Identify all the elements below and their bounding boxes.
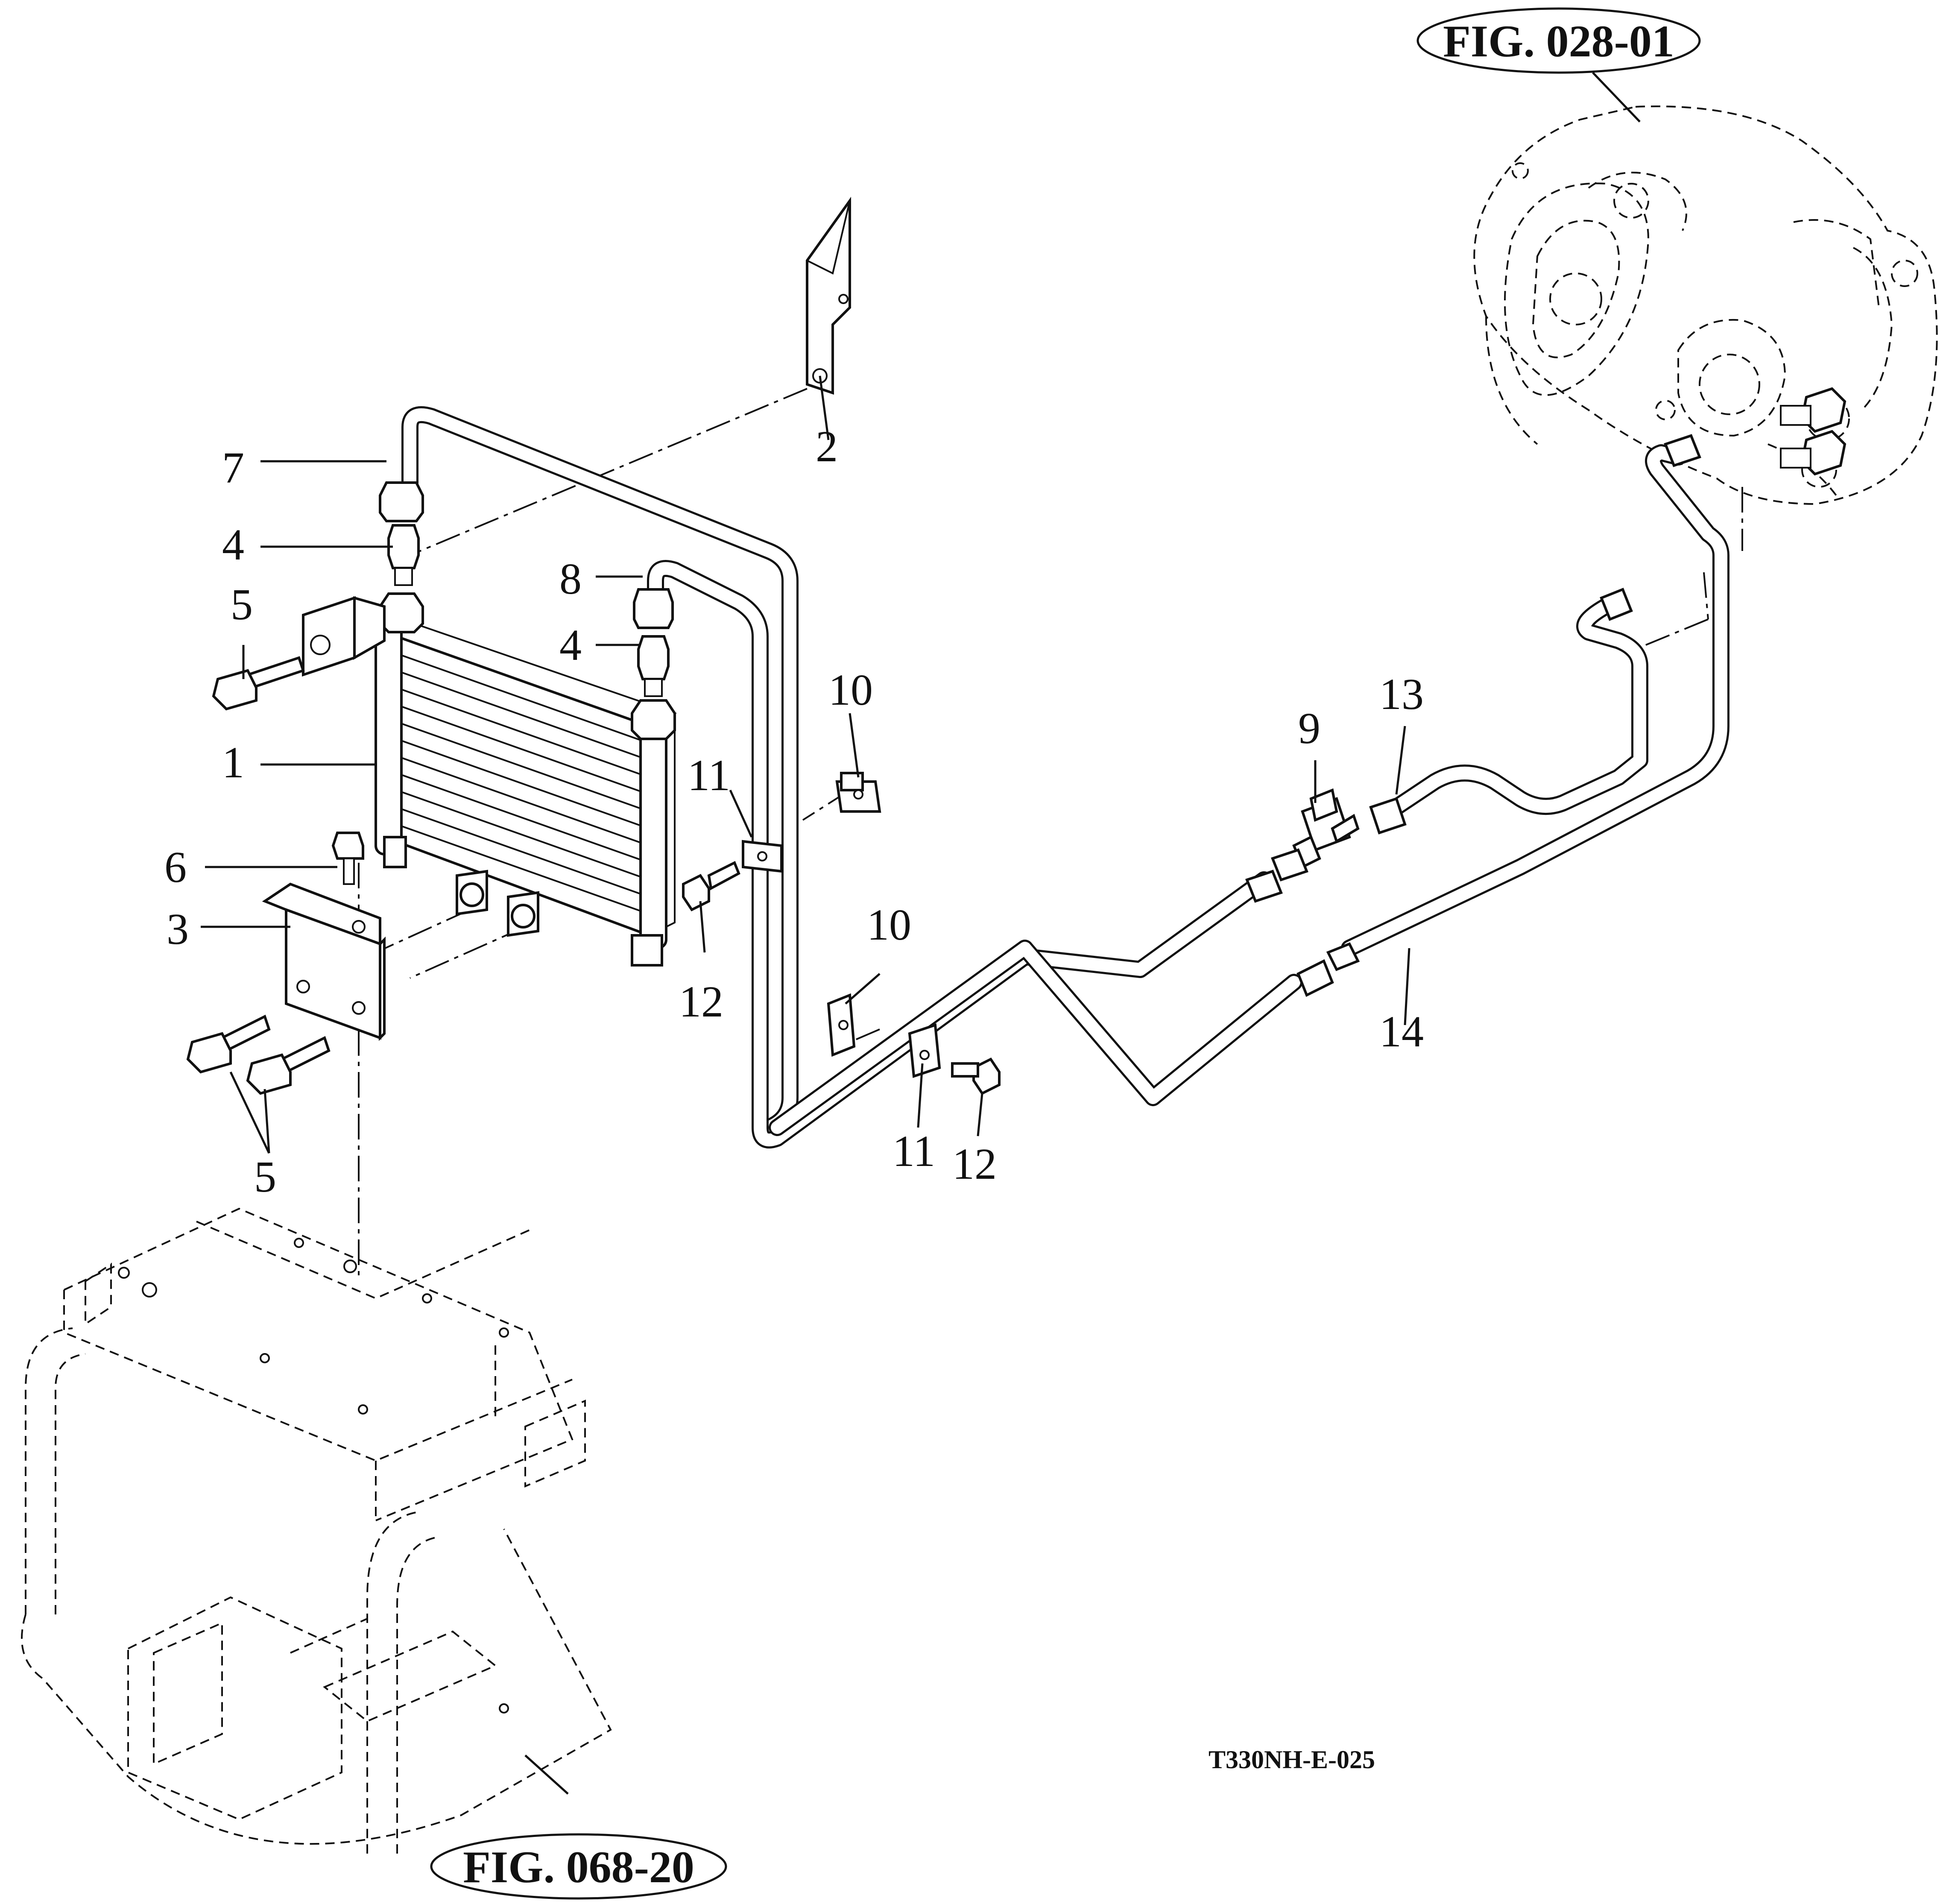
callout-7: 7 — [222, 443, 244, 492]
callout-1: 1 — [222, 738, 244, 787]
callout-14: 14 — [1379, 1007, 1424, 1056]
bolt-12-lower — [951, 1057, 1001, 1095]
clamp-10-lower — [827, 993, 856, 1057]
callout-numbers: 1 2 3 4 4 5 5 6 7 8 9 10 10 11 11 12 12 … — [164, 422, 1424, 1201]
pipe-8 — [647, 560, 1273, 1148]
bracket-3 — [262, 882, 386, 1041]
callout-10-upper: 10 — [828, 665, 873, 715]
callout-6: 6 — [164, 843, 187, 892]
callout-12-lower: 12 — [952, 1139, 997, 1189]
callout-4-upper: 4 — [222, 520, 244, 569]
reference-label-bottom: FIG. 068-20 — [463, 1842, 694, 1892]
adapter-4-upper — [387, 524, 420, 586]
reference-fig-028-01[interactable]: FIG. 028-01 — [1416, 7, 1701, 74]
nut-7 — [379, 481, 424, 522]
bolt-5-lower-b — [246, 1036, 331, 1095]
transmission-housing-dashed — [1473, 105, 1938, 505]
leader-lines — [201, 72, 1641, 1795]
adapter-4-lower — [637, 635, 670, 697]
pipe-end-nuts — [1245, 434, 1701, 997]
clamp-11-lower — [908, 1023, 941, 1078]
tee-fitting-9 — [1271, 788, 1360, 882]
callout-5-upper: 5 — [231, 580, 253, 629]
callout-12-upper: 12 — [679, 977, 723, 1026]
callout-3: 3 — [167, 905, 189, 954]
clamp-10-upper — [835, 772, 881, 813]
frame-assembly-dashed — [21, 1207, 612, 1854]
bracket-2 — [806, 196, 851, 395]
pipe-13 — [1388, 598, 1648, 816]
nut-8 — [633, 588, 674, 629]
callout-9: 9 — [1298, 704, 1320, 753]
callout-5-lower: 5 — [254, 1152, 276, 1201]
reference-fig-068-20[interactable]: FIG. 068-20 — [430, 1833, 727, 1900]
bolt-6 — [331, 832, 364, 885]
callout-10-lower: 10 — [867, 900, 911, 949]
pipe-14 — [1341, 444, 1729, 957]
callout-13: 13 — [1379, 670, 1424, 719]
bolt-12-upper — [682, 861, 740, 911]
callout-11-upper: 11 — [688, 751, 730, 800]
reference-label-top: FIG. 028-01 — [1443, 16, 1674, 66]
callout-11-lower: 11 — [892, 1127, 935, 1176]
clamp-11-upper — [742, 840, 783, 873]
callout-2: 2 — [816, 422, 838, 471]
bolt-5-upper — [212, 656, 305, 711]
bolt-5-lower-a — [186, 1014, 271, 1074]
drawing-code: T330NH-E-025 — [1209, 1746, 1375, 1774]
callout-8: 8 — [559, 554, 582, 603]
cooler-mounting-ear — [302, 596, 386, 677]
pipe-14-lower — [769, 940, 1302, 1136]
oil-cooler-1 — [375, 592, 677, 967]
callout-4-lower: 4 — [559, 621, 582, 670]
